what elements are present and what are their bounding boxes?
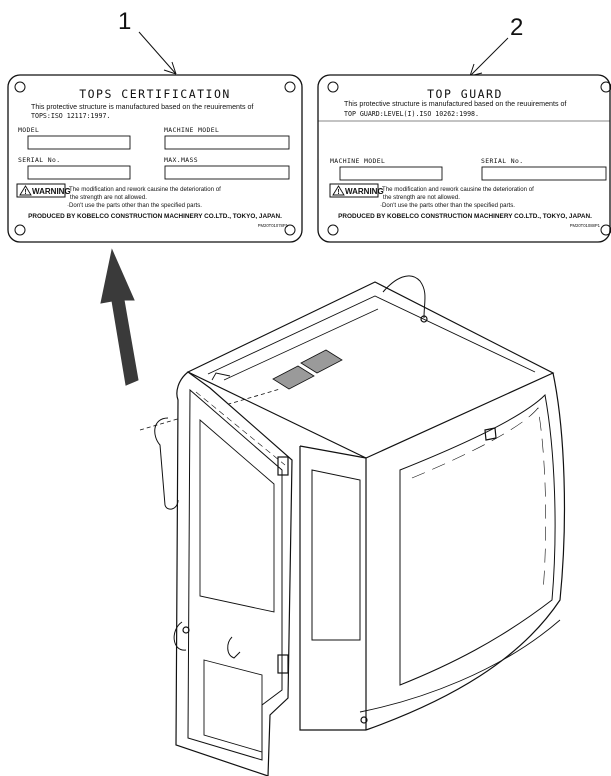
roof-bracket (484, 427, 497, 441)
door-latch-handle (173, 621, 187, 651)
mounting-hole-icon (14, 224, 26, 236)
callout-leader-2 (469, 37, 509, 77)
plate-2-warning-label: WARNING (345, 187, 384, 196)
warning-exclamation-icon: ! (24, 189, 26, 196)
plate-2-part-code: PM20T01088P1 (570, 223, 601, 228)
plate-2-border (317, 74, 611, 243)
plate-1-warning-line-3: ·Don't use the parts other than the spec… (67, 202, 202, 209)
plate-2-warning-line-2: the strength are not allowed. (383, 194, 460, 201)
cab-door (175, 371, 293, 776)
plate-1-location (272, 365, 315, 390)
mounting-hole-icon (14, 81, 26, 93)
mounting-hole-icon (327, 224, 339, 236)
cab-roof-rim (207, 295, 536, 375)
warning-exclamation-icon: ! (337, 189, 339, 196)
plate-1-description-line-2: TOPS:ISO 12117:1997. (31, 112, 110, 120)
door-lever (227, 636, 241, 659)
plate-1-model-label: MODEL (18, 126, 39, 134)
roof-mount-left (211, 372, 231, 381)
door-window (199, 419, 275, 613)
plate-2-serial-field (481, 166, 607, 181)
cab-right-wall (365, 372, 566, 731)
mounting-hole-icon (284, 81, 296, 93)
plate-2-manufacturer: PRODUCED BY KOBELCO CONSTRUCTION MACHINE… (338, 213, 592, 220)
plate-2-description-line-1: This protective structure is manufacture… (344, 100, 566, 108)
callout-number-1: 1 (118, 8, 131, 35)
plate-1-serial-label: SERIAL No. (18, 156, 60, 164)
plate-1-max-mass-field (164, 165, 290, 180)
bolt-icon (360, 716, 368, 724)
plate-2-warning-box (329, 183, 379, 198)
antenna-cable (382, 275, 426, 319)
door-lower-window (203, 659, 263, 753)
plate-tops-certification: TOPS CERTIFICATION This protective struc… (7, 74, 303, 243)
mounting-hole-icon (600, 81, 611, 93)
cable-connector-icon (420, 315, 428, 323)
plate-1-serial-field (27, 165, 131, 180)
plate-1-border (7, 74, 303, 243)
warning-triangle-icon (19, 185, 32, 196)
plate-1-warning-line-1: ·The modification and rework causine the… (67, 186, 221, 193)
cab-illustration (139, 275, 566, 776)
warning-triangle-icon (332, 185, 345, 196)
plate-2-warning-line-1: ·The modification and rework causine the… (380, 186, 534, 193)
plate-2-serial-label: SERIAL No. (481, 157, 523, 165)
mounting-hole-icon (327, 81, 339, 93)
left-top-edge (299, 445, 367, 459)
door-hinge-upper (277, 456, 289, 476)
right-window (399, 393, 556, 686)
up-arrow-icon (100, 248, 139, 386)
plate-top-guard: TOP GUARD This protective structure is m… (317, 74, 611, 243)
plate-1-max-mass-label: MAX.MASS (164, 156, 198, 164)
plate-1-machine-model-label: MACHINE MODEL (164, 126, 219, 134)
plate-1-warning-line-2: the strength are not allowed. (70, 194, 147, 201)
door-guide-line (195, 391, 286, 466)
cab-base-trim (359, 619, 561, 713)
plate-1-description-line-1: This protective structure is manufacture… (31, 103, 253, 111)
callout-arrowhead-1-icon (163, 61, 177, 75)
plate-1-title: TOPS CERTIFICATION (79, 87, 231, 101)
door-hinge-lower (277, 654, 289, 674)
callout-leader-1 (138, 31, 177, 75)
plate-2-machine-model-label: MACHINE MODEL (330, 157, 385, 165)
plate-1-part-code: PM20T01078P1 (258, 223, 289, 228)
left-side-window (311, 469, 361, 641)
cab-roof-edge (223, 308, 379, 381)
plate-2-warning-line-3: ·Don't use the parts other than the spec… (380, 202, 515, 209)
plate-2-location (300, 349, 343, 374)
mounting-hole-icon (284, 224, 296, 236)
callout-number-2: 2 (510, 14, 523, 41)
door-grab-handle (154, 417, 179, 510)
plate-1-warning-box (16, 183, 66, 198)
plate-2-title: TOP GUARD (427, 87, 503, 101)
mounting-hole-icon (600, 224, 611, 236)
plate-2-description-line-2: TOP GUARD:LEVEL(I).ISO 10262:1998. (344, 110, 479, 118)
plate-1-manufacturer: PRODUCED BY KOBELCO CONSTRUCTION MACHINE… (28, 213, 282, 220)
plate-1-model-field (27, 135, 131, 150)
right-window-guide (411, 407, 547, 593)
left-side-panel (299, 446, 366, 731)
plate-2-machine-model-field (339, 166, 443, 181)
plate-1-warning-label: WARNING (32, 187, 71, 196)
door-lock-icon (182, 626, 190, 634)
plate-1-machine-model-field (164, 135, 290, 150)
